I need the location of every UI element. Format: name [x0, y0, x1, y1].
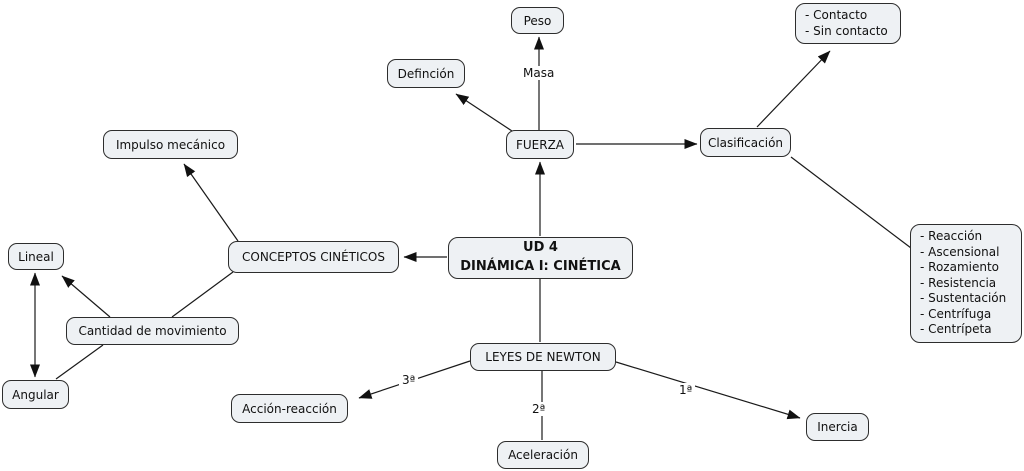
edge-label-segunda: 2ª	[529, 402, 549, 416]
node-ud4-title[interactable]: UD 4 DINÁMICA I: CINÉTICA	[448, 237, 633, 279]
node-contacto-list[interactable]: - Contacto - Sin contacto	[795, 3, 901, 44]
node-conceptos-cineticos[interactable]: CONCEPTOS CINÉTICOS	[228, 241, 399, 273]
edge-fuerza-definicion	[455, 93, 513, 132]
node-definicion[interactable]: Definción	[387, 59, 465, 88]
node-lineal[interactable]: Lineal	[8, 243, 64, 270]
node-accion-reaccion[interactable]: Acción-reacción	[231, 394, 348, 423]
node-inercia[interactable]: Inercia	[806, 413, 869, 441]
force-item: - Sustentación	[920, 291, 1007, 305]
force-item: - Centrípeta	[920, 322, 992, 336]
node-forces-list[interactable]: - Reacción - Ascensional - Rozamiento - …	[910, 224, 1022, 343]
edge-clasificacion-contacto	[756, 50, 831, 128]
edge-label-tercera: 3ª	[399, 373, 419, 387]
node-impulso-mecanico[interactable]: Impulso mecánico	[103, 130, 238, 159]
force-item: - Rozamiento	[920, 260, 999, 274]
node-peso[interactable]: Peso	[511, 7, 564, 34]
edge-conceptos-cantidad	[171, 271, 234, 318]
edge-clasificacion-forceslist	[790, 156, 912, 249]
ud4-line1: UD 4	[523, 240, 558, 256]
node-leyes-newton[interactable]: LEYES DE NEWTON	[470, 343, 616, 371]
edge-conceptos-impulso	[183, 163, 239, 242]
edge-angular-cantidad	[55, 344, 104, 380]
contact-item: - Contacto	[805, 8, 868, 22]
edge-leyes-inercia	[615, 361, 801, 420]
edge-label-primera: 1ª	[676, 383, 696, 397]
force-item: - Centrífuga	[920, 306, 992, 321]
force-item: - Ascensional	[920, 244, 1000, 259]
node-fuerza[interactable]: FUERZA	[506, 130, 574, 159]
edge-label-masa: Masa	[520, 66, 558, 80]
node-clasificacion[interactable]: Clasificación	[700, 128, 791, 157]
edge-cantidad-lineal	[61, 275, 111, 318]
node-aceleracion[interactable]: Aceleración	[497, 441, 589, 469]
contact-item: - Sin contacto	[805, 23, 888, 38]
ud4-line2: DINÁMICA I: CINÉTICA	[460, 259, 621, 274]
node-angular[interactable]: Angular	[2, 380, 69, 409]
force-item: - Reacción	[920, 229, 983, 243]
node-cantidad-movimiento[interactable]: Cantidad de movimiento	[66, 317, 239, 345]
force-item: - Resistencia	[920, 275, 997, 290]
